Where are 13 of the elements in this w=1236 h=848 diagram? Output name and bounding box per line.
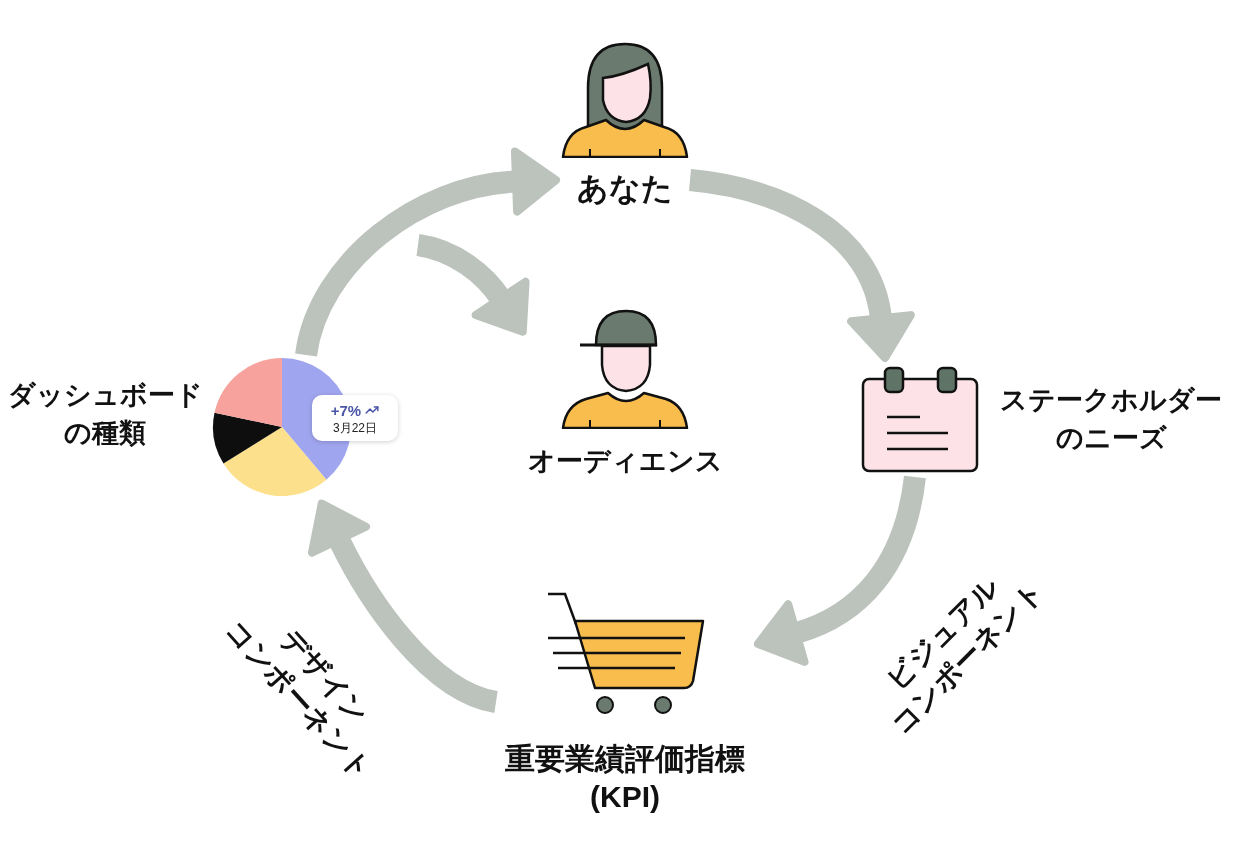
percent-change-text: +7%: [330, 402, 362, 418]
arrow: [416, 234, 529, 335]
date-text: 3月22日: [333, 421, 377, 434]
node-label: あなた: [577, 170, 673, 208]
arrow: [688, 169, 915, 362]
arrow: [308, 499, 499, 713]
tooltip-card: [312, 395, 398, 441]
arrow: [295, 147, 560, 358]
arrow: [754, 475, 926, 666]
node-label: ステークホルダーのニーズ: [1000, 383, 1222, 455]
node-label: オーディエンス: [527, 445, 723, 478]
node-label: 重要業績評価指標 (KPI): [504, 741, 746, 815]
node-label: ダッシュボードの種類: [7, 379, 203, 450]
